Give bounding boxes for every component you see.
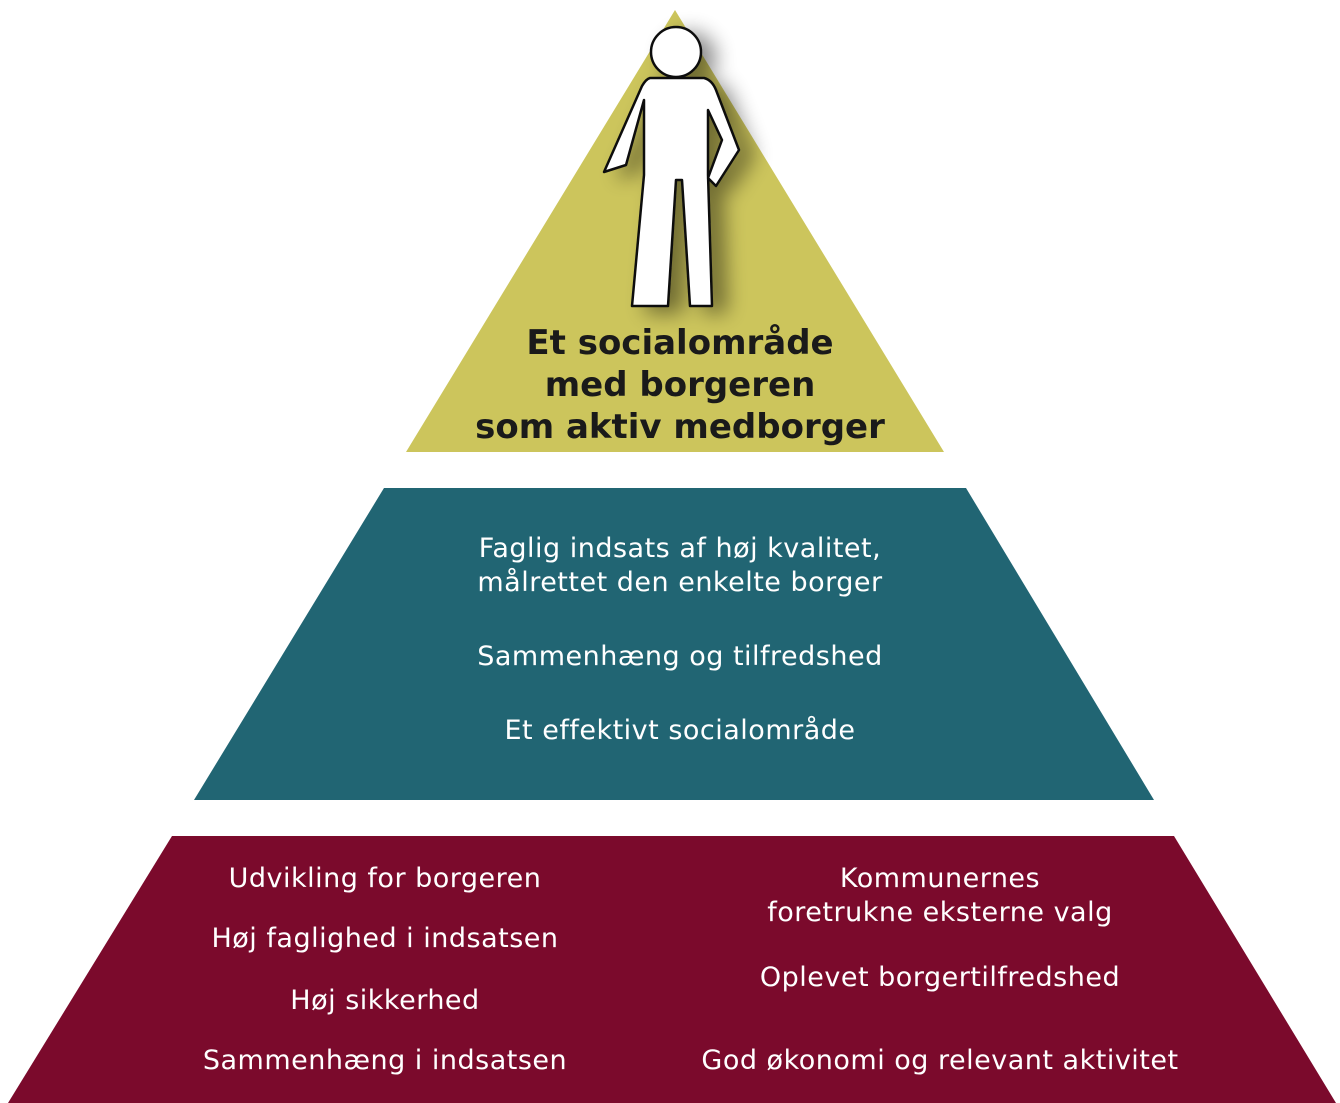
bottom-tier-right-item: God økonomi og relevant aktivitet [701,1045,1179,1076]
top-tier-title-line: med borgeren [544,365,816,405]
bottom-tier-left-item: Høj faglighed i indsatsen [211,923,559,954]
bottom-tier-right-item: Kommunernes foretrukne eksterne valg [660,862,1220,930]
middle-tier [194,488,1154,800]
bottom-tier-left-item: Sammenhæng i indsatsen [202,1045,568,1076]
top-tier-title-line: som aktiv medborger [475,407,885,447]
top-tier-title-line: Et socialområde [526,323,834,363]
middle-tier-line: Faglig indsats af høj kvalitet, [478,533,882,564]
person-icon [602,25,741,308]
bottom-tier [8,836,1336,1103]
top-tier-title: Et socialområde med borgeren som aktiv m… [400,322,960,448]
top-tier [406,10,944,452]
bottom-tier-right-item: Oplevet borgertilfredshed [759,962,1121,993]
middle-tier-line: målrettet den enkelte borger [477,567,883,598]
bottom-tier-right-line: Kommunernes [839,863,1041,894]
bottom-tier-right-line: foretrukne eksterne valg [767,897,1113,928]
middle-tier-line: Sammenhæng og tilfredshed [477,641,883,672]
bottom-tier-left-item: Udvikling for borgeren [228,863,542,894]
middle-tier-quality-statement: Faglig indsats af høj kvalitet, målrette… [380,532,980,600]
middle-tier-line: Et effektivt socialområde [504,715,856,746]
bottom-tier-left-item: Høj sikkerhed [290,985,480,1016]
